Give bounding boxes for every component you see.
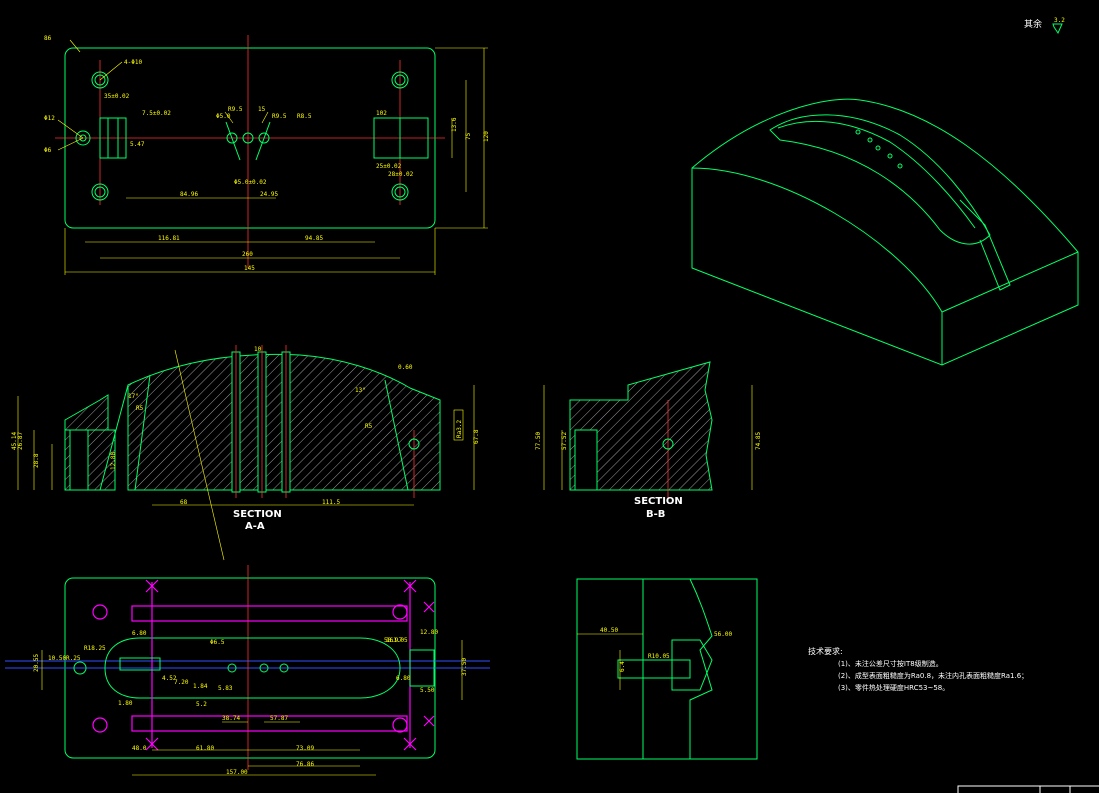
- note-item: (1)、未注公差尺寸按IT8级制造。: [838, 659, 943, 668]
- dim-text: 75: [465, 132, 472, 140]
- dim-text: 35±0.02: [104, 93, 130, 100]
- dim-text: 94.85: [305, 235, 323, 242]
- dim-text: 45.14: [11, 432, 18, 450]
- dim-text: R18.25: [84, 645, 106, 652]
- dim-text: 77.50: [535, 432, 542, 450]
- section-aa: 10 0.60 17° 26.87 45.14 28.8 R5 R5 13° 1…: [11, 345, 480, 561]
- note-item: (2)、成型表面粗糙度为Ra0.8，未注内孔表面粗糙度Ra1.6；: [838, 671, 1028, 680]
- dim-text: 13°: [355, 387, 366, 394]
- bottom-view: R18.25 6.80 58.97 20.55 10.50 R.25 4.52 …: [5, 565, 490, 776]
- top-view: 86 4-Φ10 35±0.02 7.5±0.02 Φ12 Φ6 5.47 R9…: [44, 35, 490, 275]
- dim-text: 6.80: [396, 675, 411, 682]
- dim-text: 7.5±0.02: [142, 110, 171, 117]
- notes-title: 技术要求:: [808, 646, 843, 656]
- dim-text: R10.05: [648, 653, 670, 660]
- dim-text: Φ5.0±0.02: [234, 179, 267, 186]
- dim-text: 37.50: [461, 658, 468, 676]
- note-item: (3)、零件热处理硬度HRC53~58。: [838, 683, 949, 692]
- roughness-symbol: 其余 3.2: [1024, 17, 1065, 35]
- dim-text: R9.5: [272, 113, 287, 120]
- detail-view: 40.50 56.00 R10.05 6.4: [576, 578, 758, 760]
- dim-text: R5: [136, 405, 144, 412]
- dim-text: 4-Φ10: [124, 59, 142, 66]
- dim-text: 56.00: [714, 631, 732, 638]
- dim-text: 6.4: [619, 661, 626, 672]
- dim-text: R8.5: [297, 113, 312, 120]
- dim-text: 12.80: [420, 629, 438, 636]
- dim-text: R5: [365, 423, 373, 430]
- dim-text: Ra3.2: [456, 420, 463, 438]
- dim-text: 161.05: [386, 637, 408, 644]
- dim-text: 67.8: [473, 429, 480, 444]
- dim-text: 5.83: [218, 685, 233, 692]
- dim-text: 5.47: [130, 141, 145, 148]
- section-bb-subtitle: B-B: [646, 509, 665, 520]
- dim-text: 57.52: [561, 432, 568, 450]
- dim-text: Φ6.5: [210, 639, 225, 646]
- dim-text: 1.84: [193, 683, 208, 690]
- dim-text: 68: [180, 499, 188, 506]
- dim-text: 48.0: [132, 745, 147, 752]
- dim-text: 28±0.02: [388, 171, 414, 178]
- dim-text: 5.50: [420, 687, 435, 694]
- dim-text: 73.09: [296, 745, 314, 752]
- dim-text: 5.2: [196, 701, 207, 708]
- dim-text: 145: [244, 265, 255, 272]
- dim-text: 0.60: [398, 364, 413, 371]
- dim-text: 28.8: [33, 453, 40, 468]
- dim-text: 61.80: [196, 745, 214, 752]
- dim-text: 25±0.02: [376, 163, 402, 170]
- section-aa-title: SECTION: [233, 509, 282, 520]
- dim-text: 157.00: [226, 769, 248, 776]
- dim-text: 20.55: [33, 654, 40, 672]
- dim-text: R.25: [66, 655, 81, 662]
- dim-text: 84.96: [180, 191, 198, 198]
- dim-text: 76.86: [296, 761, 314, 768]
- dim-text: 120: [483, 131, 490, 142]
- dim-text: 38.74: [222, 715, 240, 722]
- dim-text: 15: [258, 106, 266, 113]
- dim-text: 58.97: [384, 637, 402, 644]
- dim-text: Φ12: [44, 115, 55, 122]
- dim-text: 57.87: [270, 715, 288, 722]
- title-block: [957, 785, 1099, 793]
- dim-text: 13.6: [451, 117, 458, 132]
- isometric-view: [691, 98, 1079, 366]
- section-bb-title: SECTION: [634, 496, 683, 507]
- dim-text: 6.80: [132, 630, 147, 637]
- dim-text: Φ5.0: [216, 113, 231, 120]
- dim-text: 10: [254, 346, 262, 353]
- roughness-value: 3.2: [1054, 17, 1065, 24]
- dim-text: 260: [242, 251, 253, 258]
- dim-text: 102: [376, 110, 387, 117]
- dim-text: 17°: [128, 393, 139, 400]
- dim-text: 4.52: [162, 675, 177, 682]
- roughness-label: 其余: [1024, 18, 1042, 30]
- section-bb: 77.50 57.52 74.85 SECTION B-B: [535, 361, 762, 520]
- dim-text: 40.50: [600, 627, 618, 634]
- dim-text: 12.88: [110, 452, 117, 470]
- dim-text: 116.81: [158, 235, 180, 242]
- dim-text: 111.5: [322, 499, 340, 506]
- dim-text: R9.5: [228, 106, 243, 113]
- dim-text: 74.85: [755, 432, 762, 450]
- dim-text: 24.95: [260, 191, 278, 198]
- dim-text: 10.50: [48, 655, 66, 662]
- top-part-tag: 86: [44, 35, 52, 42]
- technical-notes: 技术要求: (1)、未注公差尺寸按IT8级制造。 (2)、成型表面粗糙度为Ra0…: [808, 646, 1028, 692]
- section-aa-subtitle: A-A: [245, 521, 265, 532]
- dim-text: 1.80: [118, 700, 133, 707]
- dim-text: 7.20: [174, 679, 189, 686]
- dim-text: Φ6: [44, 147, 52, 154]
- dim-text: 26.87: [17, 432, 24, 450]
